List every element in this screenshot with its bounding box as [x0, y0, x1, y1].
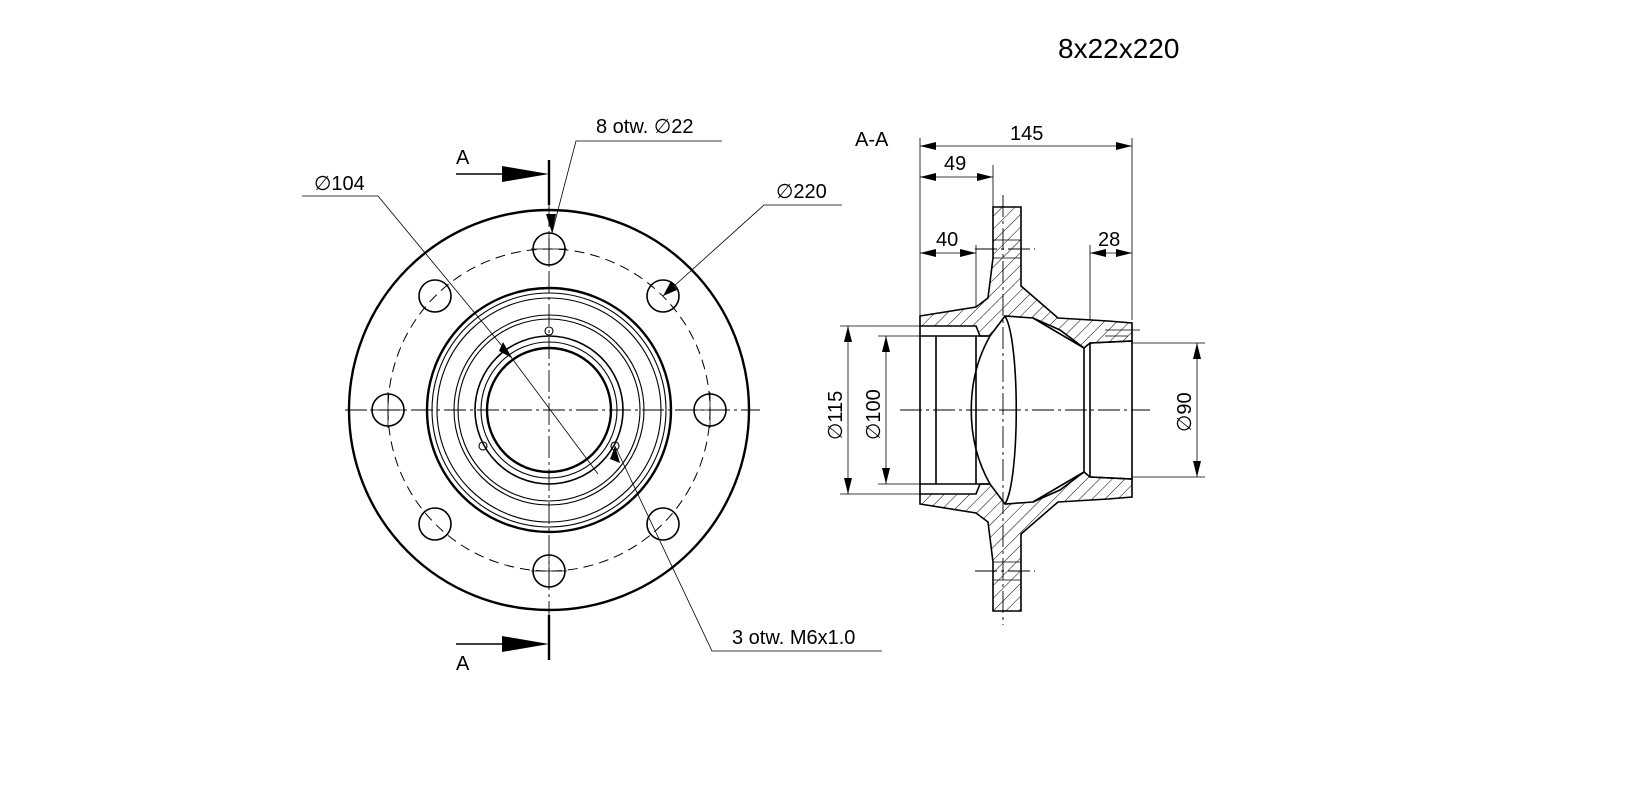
section-arrow-top: [502, 166, 549, 182]
hub-ring-2: [436, 297, 662, 523]
drawing-title: 8x22x220: [1058, 33, 1179, 64]
hub-ring-3: [453, 314, 645, 506]
hub-ring-1: [431, 292, 667, 528]
bolt-holes: [370, 231, 728, 589]
bore-ring-outer: [474, 335, 624, 485]
dim-28: 28: [1098, 229, 1120, 251]
bolt-hole: [646, 507, 680, 541]
bolt-hole: [646, 279, 680, 313]
section-view: 145 49 40 28 ∅115 ∅100 ∅90 A-A: [825, 123, 1205, 625]
section-label: A-A: [855, 129, 889, 151]
bore-ring-mid: [480, 341, 618, 479]
dim-dia-100: ∅100: [863, 389, 885, 440]
label-dia-220: ∅220: [776, 181, 827, 203]
bolt-hole: [418, 507, 452, 541]
label-threads: 3 otw. M6x1.0: [732, 627, 855, 649]
leader-dia-104: [302, 195, 513, 359]
leader-holes: [551, 140, 722, 234]
front-view: A A ∅104 ∅220 8 otw. ∅22 3 otw. M6x1.0: [302, 116, 882, 675]
section-arrow-bottom: [502, 636, 549, 652]
section-lower-body: [919, 470, 1133, 612]
hub-outer-circle: [425, 286, 673, 534]
section-bore-profile: [919, 315, 1133, 505]
bolt-hole: [418, 279, 452, 313]
flange-outer-circle: [347, 208, 751, 612]
dim-145: 145: [1010, 123, 1043, 145]
dim-40: 40: [936, 229, 958, 251]
leader-dia-220: [662, 204, 842, 297]
section-mark-top: A: [456, 147, 470, 169]
dim-dia-115: ∅115: [825, 391, 847, 440]
dia-104-line: [504, 348, 599, 475]
bore-circle: [485, 346, 613, 474]
label-dia-104: ∅104: [314, 173, 365, 195]
section-mark-bottom: A: [456, 653, 470, 675]
leader-threads: [614, 445, 882, 652]
label-holes: 8 otw. ∅22: [596, 116, 693, 138]
dim-49: 49: [944, 153, 966, 175]
extension-lines: [919, 138, 1133, 320]
hub-ring-4: [457, 318, 641, 502]
dim-dia-90: ∅90: [1174, 392, 1196, 432]
